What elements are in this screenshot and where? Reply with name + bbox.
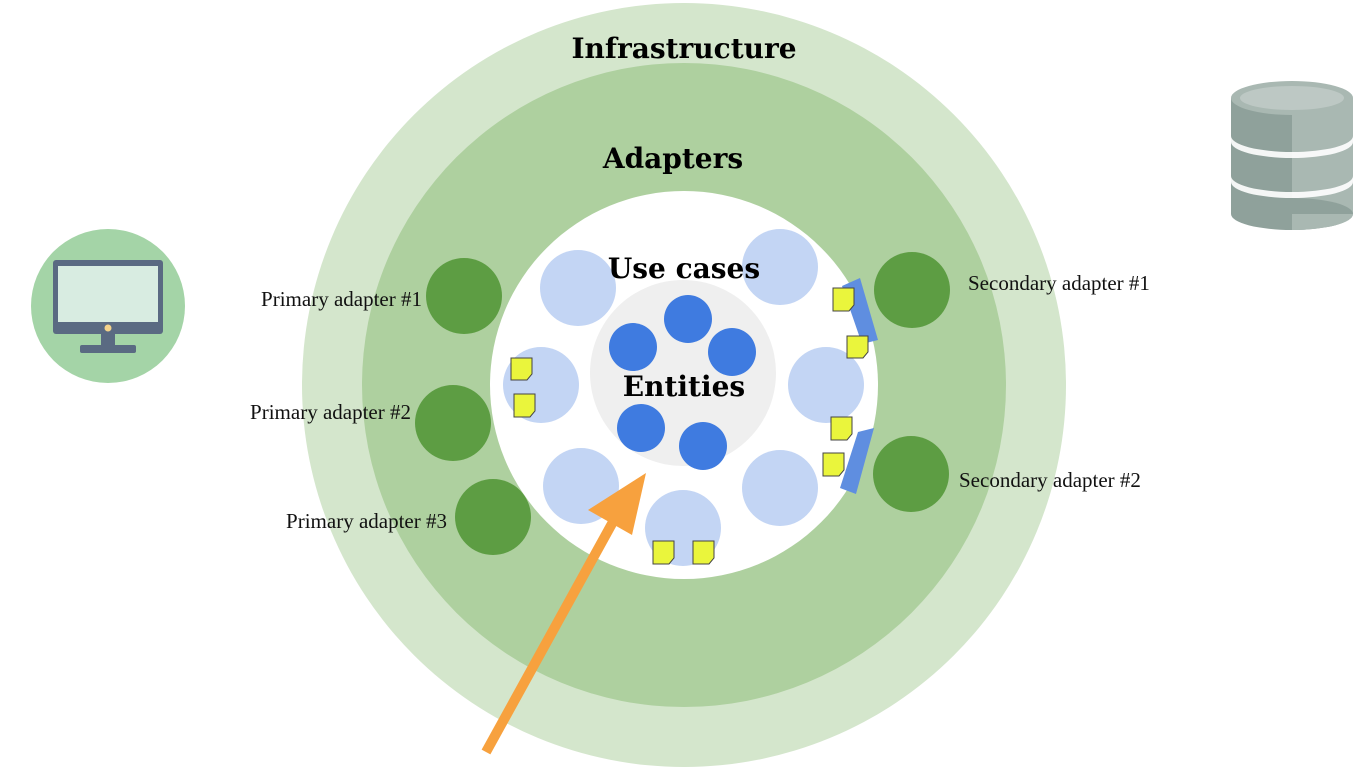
primary-adapter-circles	[415, 258, 531, 555]
entity-circle	[609, 323, 657, 371]
monitor-icon	[31, 229, 185, 383]
secondary-adapter-label-1: Secondary adapter #1	[968, 271, 1150, 295]
primary-adapter-label-1: Primary adapter #1	[261, 287, 422, 311]
secondary-adapter-circles	[873, 252, 950, 512]
arrow-head	[588, 473, 646, 535]
entities-title: Entities	[623, 370, 745, 403]
use-case-circle	[540, 250, 616, 326]
sticky-note	[513, 393, 536, 418]
sticky-note	[652, 540, 675, 565]
secondary-adapter-label-2: Secondary adapter #2	[959, 468, 1141, 492]
primary-adapter-label-3: Primary adapter #3	[286, 509, 447, 533]
secondary-adapter-circle	[873, 436, 949, 512]
primary-adapter-circle	[426, 258, 502, 334]
entity-circle	[708, 328, 756, 376]
primary-adapter-circle	[455, 479, 531, 555]
sticky-note	[510, 357, 533, 381]
database-icon	[1231, 81, 1353, 230]
secondary-adapter-circle	[874, 252, 950, 328]
sticky-note	[846, 335, 869, 359]
entity-circle	[679, 422, 727, 470]
sticky-note	[832, 287, 855, 312]
use-cases-title: Use cases	[608, 252, 760, 285]
database-bottom-highlight	[1292, 214, 1353, 230]
request-arrow	[481, 473, 646, 755]
port-shape-secondary-2	[840, 428, 874, 494]
adapters-title: Adapters	[602, 142, 743, 175]
sticky-note	[692, 540, 715, 565]
arrow-shaft	[481, 517, 619, 755]
entity-circles	[609, 295, 756, 470]
use-case-circle	[742, 450, 818, 526]
infrastructure-title: Infrastructure	[571, 32, 796, 65]
database-highlight	[1292, 98, 1353, 214]
monitor-stand	[101, 334, 115, 346]
entity-circle	[617, 404, 665, 452]
monitor-screen	[58, 266, 158, 322]
sticky-note	[830, 416, 853, 441]
sticky-note	[822, 452, 845, 477]
use-case-circle	[788, 347, 864, 423]
database-band-1	[1231, 136, 1353, 158]
database-band-2	[1231, 176, 1353, 198]
entity-circle	[664, 295, 712, 343]
monitor-power-dot	[104, 324, 112, 332]
sticky-notes	[510, 287, 869, 565]
primary-adapter-label-2: Primary adapter #2	[250, 400, 411, 424]
use-case-circle	[742, 229, 818, 305]
database-top-inner	[1240, 86, 1344, 110]
primary-adapter-circle	[415, 385, 491, 461]
use-case-circles	[503, 229, 864, 566]
monitor-base	[80, 345, 136, 353]
